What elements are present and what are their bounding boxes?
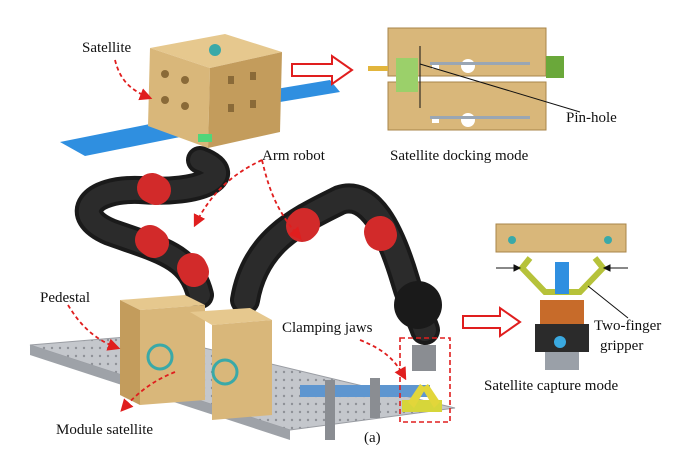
label-two-finger: Two-finger — [594, 318, 662, 334]
label-clamping-jaws: Clamping jaws — [282, 320, 373, 336]
robot-arm-icon — [74, 146, 442, 345]
gripper-icon — [408, 345, 440, 408]
label-pedestal: Pedestal — [40, 290, 90, 306]
label-arm-robot: Arm robot — [262, 148, 325, 164]
label-module-satellite: Module satellite — [56, 422, 154, 438]
label-pin-hole: Pin-hole — [566, 110, 617, 126]
label-panel-letter: (a) — [364, 430, 381, 446]
label-gripper: gripper — [600, 338, 644, 354]
label-satellite-capture-mode: Satellite capture mode — [484, 378, 619, 394]
arrow-right-icon — [291, 54, 354, 86]
docking-mode-image — [368, 27, 581, 131]
module-satellite-image — [120, 295, 272, 420]
capture-arrows — [496, 264, 629, 319]
arrow-right-icon — [462, 306, 522, 338]
annotation-arrows — [67, 59, 407, 412]
capture-mode-image — [495, 223, 627, 370]
satellite-cube-icon — [60, 34, 340, 156]
label-satellite-docking-mode: Satellite docking mode — [390, 148, 529, 164]
label-satellite: Satellite — [82, 40, 132, 56]
